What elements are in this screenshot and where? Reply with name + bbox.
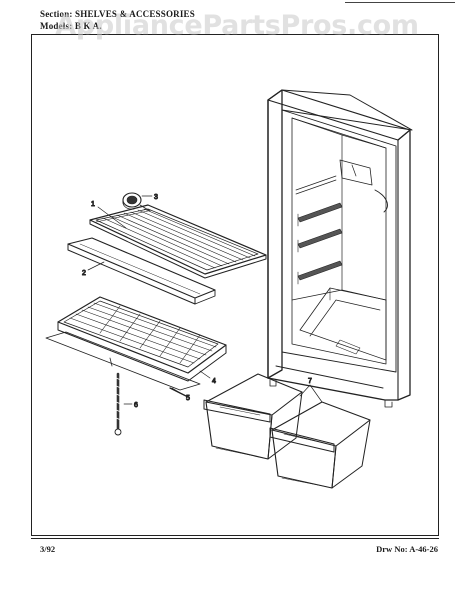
refrigerator-cabinet	[267, 89, 413, 408]
shelf-roller-part	[122, 192, 151, 212]
coil-spring-part	[114, 372, 122, 436]
crisper-drawer-right	[269, 401, 371, 489]
callout-1: 1	[91, 201, 95, 208]
shelf-rails	[297, 202, 343, 285]
callout-5: 5	[186, 395, 190, 402]
diagram-frame	[31, 34, 439, 536]
drawing-number: Drw No: A-46-26	[376, 544, 438, 554]
footer-rule	[31, 538, 439, 539]
corner-rule	[345, 2, 455, 3]
watermark-text: AppliancePartsPros.com	[55, 10, 419, 41]
callout-7: 7	[308, 378, 312, 385]
callout-4: 4	[212, 378, 216, 385]
lower-wire-shelf	[45, 296, 227, 391]
model-line: Models: B K A.	[40, 21, 102, 31]
callout-3: 3	[154, 194, 158, 201]
section-title: Section: SHELVES & ACCESSORIES	[40, 9, 195, 19]
callout-2: 2	[82, 270, 86, 277]
callout-6: 6	[134, 402, 138, 409]
shelf-front-trim	[67, 237, 216, 305]
leader-lines	[87, 195, 323, 405]
revision-date: 3/92	[40, 544, 56, 554]
upper-wire-shelf	[89, 204, 267, 279]
crisper-drawer-left	[203, 373, 303, 460]
